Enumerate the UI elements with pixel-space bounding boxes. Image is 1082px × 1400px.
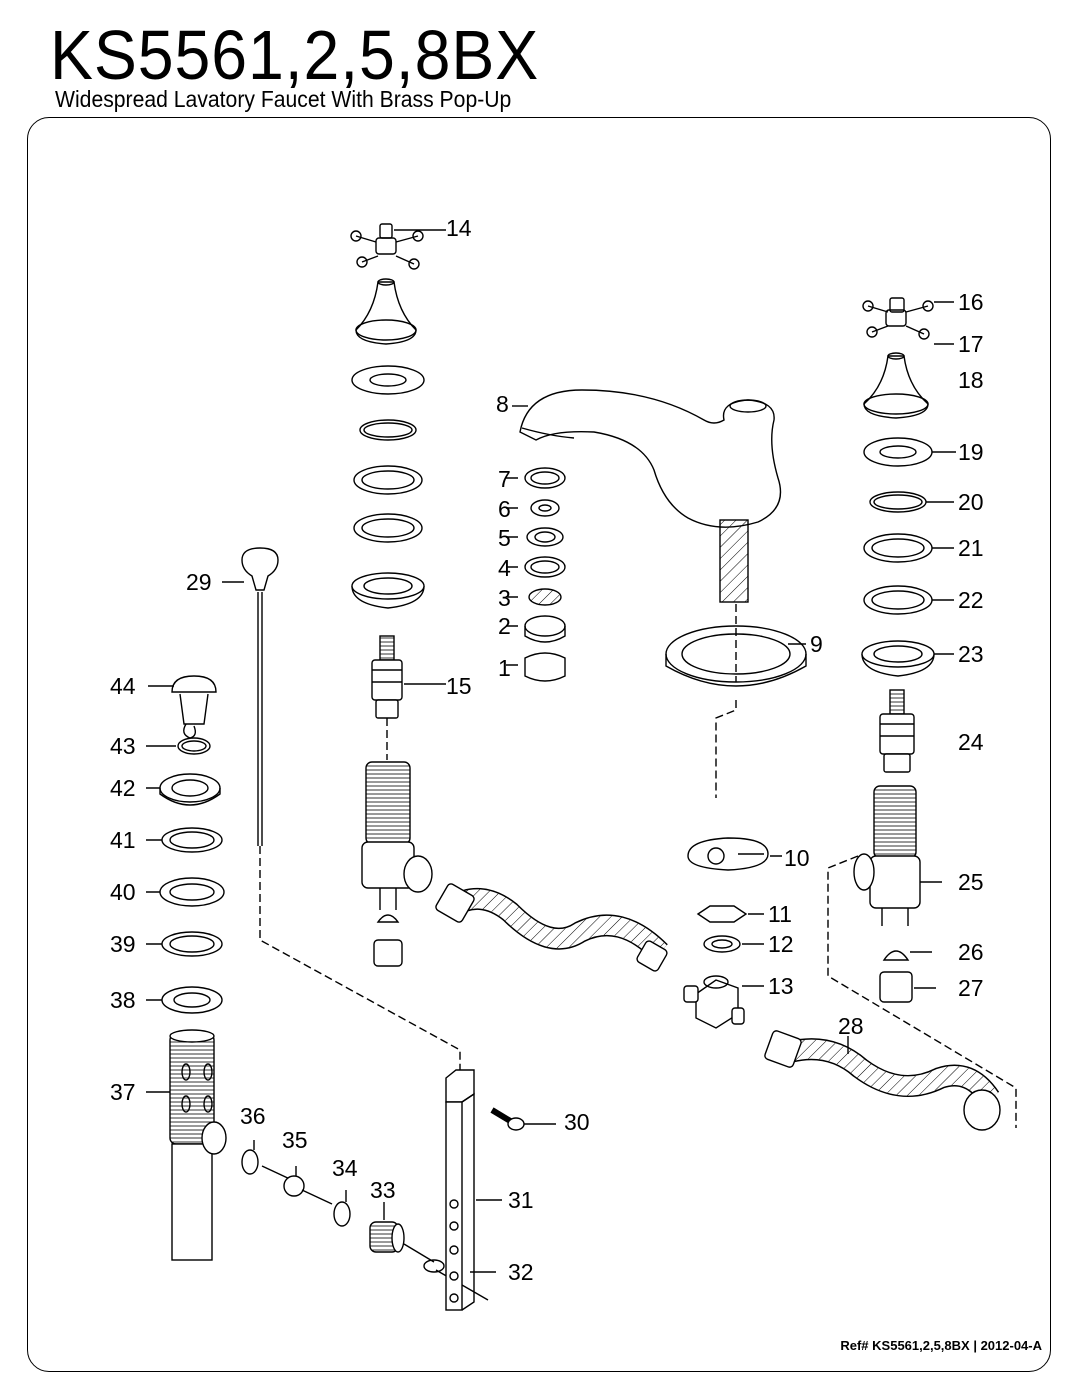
- right-supply-hose: [764, 1030, 1001, 1131]
- callout-14: 14: [446, 215, 472, 241]
- callout-44: 44: [110, 673, 136, 699]
- left-valve-body: [361, 718, 433, 967]
- callout-37: 37: [110, 1079, 136, 1105]
- callout-9: 9: [810, 631, 823, 657]
- left-handle: [350, 223, 446, 270]
- callout-18: 18: [958, 367, 984, 393]
- callout-11: 11: [768, 901, 792, 927]
- callout-10: 10: [784, 845, 810, 871]
- callout-22: 22: [958, 587, 984, 613]
- right-handle: [862, 297, 954, 345]
- drain-stopper: [148, 675, 217, 739]
- right-washers: [861, 437, 956, 677]
- callout-1: 1: [498, 655, 511, 681]
- callout-8: 8: [496, 391, 509, 417]
- left-cartridge: [371, 635, 446, 719]
- callout-39: 39: [110, 931, 136, 957]
- callout-4: 4: [498, 555, 511, 581]
- diagram-frame: [27, 117, 1051, 1372]
- callout-17: 17: [958, 331, 984, 357]
- callout-30: 30: [564, 1109, 590, 1135]
- callout-20: 20: [958, 489, 984, 515]
- callout-2: 2: [498, 613, 511, 639]
- callout-25: 25: [958, 869, 984, 895]
- callout-32: 32: [508, 1259, 534, 1285]
- callout-21: 21: [958, 535, 984, 561]
- callout-36: 36: [240, 1103, 266, 1129]
- callout-6: 6: [498, 496, 511, 522]
- callout-40: 40: [110, 879, 136, 905]
- right-cartridge: [879, 689, 915, 773]
- reference-note: Ref# KS5561,2,5,8BX | 2012-04-A: [840, 1338, 1042, 1353]
- page-subtitle: Widespread Lavatory Faucet With Brass Po…: [55, 86, 512, 112]
- callout-19: 19: [958, 439, 984, 465]
- spout-base-gasket: [665, 604, 807, 687]
- extension-strap: [445, 1069, 502, 1311]
- aerator-parts: [506, 467, 566, 682]
- callout-7: 7: [498, 466, 511, 492]
- callout-43: 43: [110, 733, 136, 759]
- right-valve-body: [827, 785, 1017, 1128]
- drain-body: [146, 1029, 227, 1261]
- callout-labels: 1 2 3 4 5 6 7 8 9 10 11 12 13 14 15 16 1…: [110, 215, 984, 1285]
- callout-16: 16: [958, 289, 984, 315]
- callout-28: 28: [838, 1013, 864, 1039]
- callout-13: 13: [768, 973, 794, 999]
- callout-24: 24: [958, 729, 984, 755]
- callout-31: 31: [508, 1187, 534, 1213]
- callout-35: 35: [282, 1127, 308, 1153]
- strap-screw: [490, 1107, 556, 1131]
- callout-3: 3: [498, 585, 511, 611]
- callout-33: 33: [370, 1177, 396, 1203]
- callout-34: 34: [332, 1155, 358, 1181]
- callout-29: 29: [186, 569, 212, 595]
- callout-15: 15: [446, 673, 472, 699]
- right-escutcheon-bell: [863, 352, 929, 419]
- callout-27: 27: [958, 975, 984, 1001]
- callout-42: 42: [110, 775, 136, 801]
- left-escutcheon-bell: [355, 278, 417, 345]
- callout-23: 23: [958, 641, 984, 667]
- callout-38: 38: [110, 987, 136, 1013]
- callout-12: 12: [768, 931, 794, 957]
- left-washers: [351, 365, 425, 609]
- spout-mount-hardware: [683, 700, 782, 1029]
- pop-up-rod: [222, 547, 461, 1080]
- left-supply-hose: [435, 883, 668, 972]
- callout-26: 26: [958, 939, 984, 965]
- callout-41: 41: [110, 827, 136, 853]
- callout-5: 5: [498, 525, 511, 551]
- page-title: KS5561,2,5,8BX: [50, 16, 540, 94]
- spout: [512, 389, 782, 603]
- drain-gaskets: [146, 737, 225, 1014]
